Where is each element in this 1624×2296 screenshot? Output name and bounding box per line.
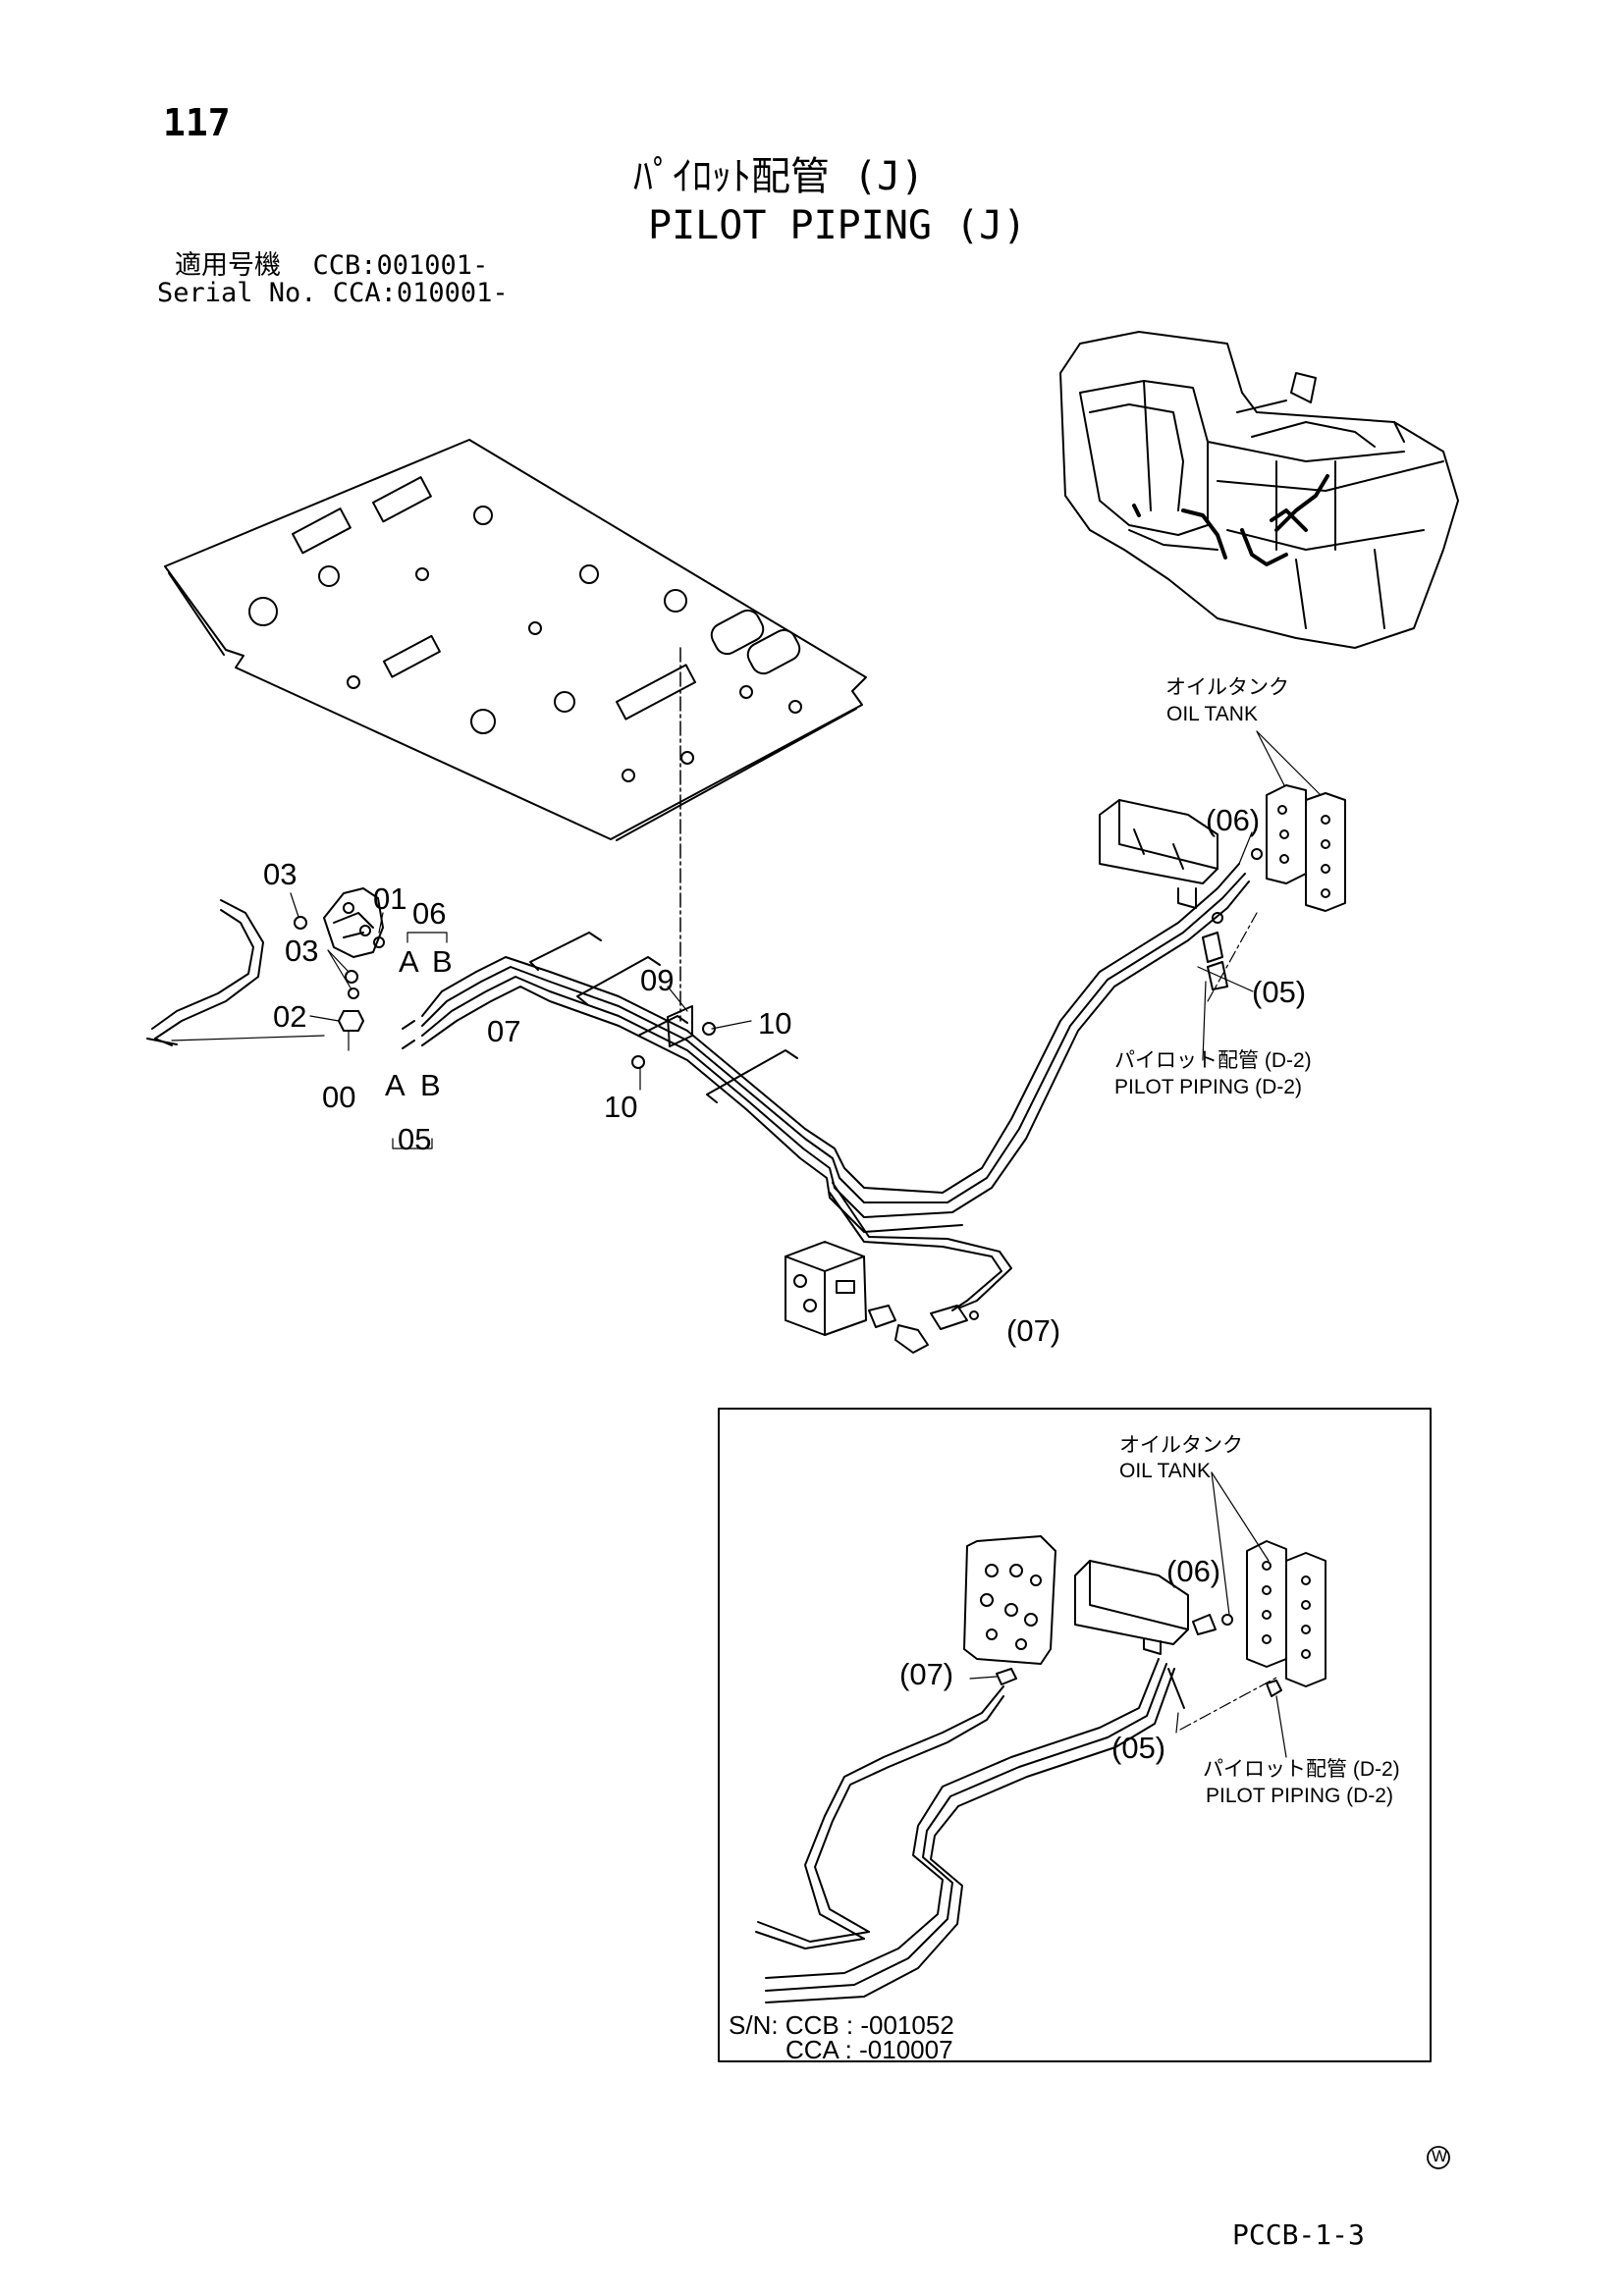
w-mark: W <box>1432 2147 1448 2165</box>
part-label-05: 05 <box>398 1122 432 1156</box>
inset-pilot-piping-jp: パイロット配管 (D-2) <box>1203 1758 1400 1781</box>
pilot-valve-drawing <box>146 887 385 1046</box>
part-label-10-lower: 10 <box>604 1090 638 1124</box>
right-fittings-drawing <box>1099 730 1346 1061</box>
inset-frame <box>718 1408 1432 2062</box>
part-label-01: 01 <box>373 881 407 916</box>
inset-ref-label-07: (07) <box>899 1657 954 1691</box>
inset-ref-label-06: (06) <box>1166 1554 1221 1588</box>
oil-tank-label-jp: オイルタンク <box>1165 676 1289 699</box>
inset-ref-label-05: (05) <box>1111 1731 1166 1765</box>
ref-label-07: (07) <box>1006 1313 1061 1348</box>
port-label-b-lower: B <box>420 1068 441 1102</box>
applicable-serial-jp: 適用号機 CCB:001001- <box>175 250 489 281</box>
part-label-02: 02 <box>273 999 307 1034</box>
inset-pilot-piping-en: PILOT PIPING (D-2) <box>1206 1785 1393 1807</box>
port-label-a-lower: A <box>385 1068 406 1102</box>
part-label-03-upper: 03 <box>263 857 298 891</box>
inset-serial-line-2: CCA : -010007 <box>785 2035 953 2064</box>
applicable-serial-en: Serial No. CCA:010001- <box>157 278 509 308</box>
hose-bundle-drawing <box>402 863 1250 1311</box>
oil-tank-label-en: OIL TANK <box>1166 703 1258 725</box>
inset-drawing <box>755 1471 1326 2003</box>
page-number: 117 <box>163 101 231 144</box>
inset-serial-line-1: S/N: CCB : -001052 <box>729 2010 954 2040</box>
part-label-07: 07 <box>487 1014 521 1048</box>
pilot-piping-ref-en: PILOT PIPING (D-2) <box>1114 1076 1302 1098</box>
excavator-overview-drawing <box>1059 331 1459 649</box>
part-label-09: 09 <box>640 963 675 997</box>
part-label-06: 06 <box>412 896 447 931</box>
ref-label-06: (06) <box>1206 803 1261 837</box>
floor-plate-drawing <box>164 439 867 841</box>
w-mark-circle <box>1427 2146 1450 2169</box>
pilot-piping-ref-jp: パイロット配管 (D-2) <box>1114 1049 1312 1072</box>
inset-oil-tank-jp: オイルタンク <box>1119 1434 1243 1457</box>
port-label-a-upper: A <box>399 944 419 979</box>
page-title-english: PILOT PIPING (J) <box>648 203 1027 248</box>
page-code: PCCB-1-3 <box>1232 2218 1365 2251</box>
leader-lines <box>290 831 1254 1149</box>
port-label-b-upper: B <box>432 944 453 979</box>
part-label-03-lower: 03 <box>285 934 319 968</box>
inset-oil-tank-en: OIL TANK <box>1119 1460 1211 1482</box>
ref-label-05: (05) <box>1252 975 1307 1009</box>
valve-block-drawing <box>785 1241 979 1354</box>
part-label-00: 00 <box>322 1080 356 1114</box>
part-label-10-right: 10 <box>758 1006 792 1041</box>
page-title-japanese: ﾊﾟｲﾛｯﾄ配管 (J) <box>633 154 925 199</box>
